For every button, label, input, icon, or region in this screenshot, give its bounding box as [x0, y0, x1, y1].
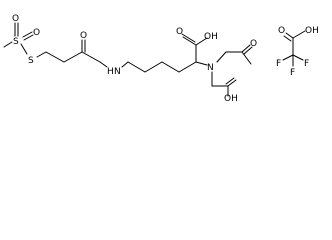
- atom-n-amide: N: [114, 67, 121, 77]
- atom-o-carboxyl: O: [176, 27, 183, 37]
- atom-labels-tfa: O OH F F F: [276, 26, 319, 78]
- chemical-structure: S O O S O H N O OH N O OH: [3, 14, 319, 103]
- atom-o1: O: [12, 14, 19, 24]
- atom-o2: O: [33, 28, 40, 38]
- atom-o-upper-arm: O: [250, 39, 257, 49]
- tfa-atom-oh: OH: [305, 26, 319, 36]
- atom-oh-lower-arm: OH: [224, 94, 238, 103]
- atom-s2: S: [28, 56, 34, 66]
- atom-s1: S: [13, 37, 19, 47]
- tfa-atom-f-left: F: [276, 59, 281, 69]
- tfa-atom-f-right: F: [304, 59, 309, 69]
- bonds-main: [3, 22, 253, 97]
- main-molecule: S O O S O H N O OH N O OH: [3, 14, 257, 103]
- atom-oh-carboxyl: OH: [204, 32, 218, 42]
- bonds-tfa: [282, 30, 306, 67]
- counterion-tfa: O OH F F F: [276, 26, 319, 78]
- atom-h-amide: H: [107, 67, 114, 77]
- atom-labels-main: S O O S O H N O OH N O OH: [12, 14, 257, 103]
- tfa-atom-f-bottom: F: [290, 68, 295, 78]
- atom-n-tertiary: N: [207, 63, 214, 73]
- atom-o-amide: O: [80, 31, 87, 41]
- tfa-atom-o: O: [278, 26, 285, 36]
